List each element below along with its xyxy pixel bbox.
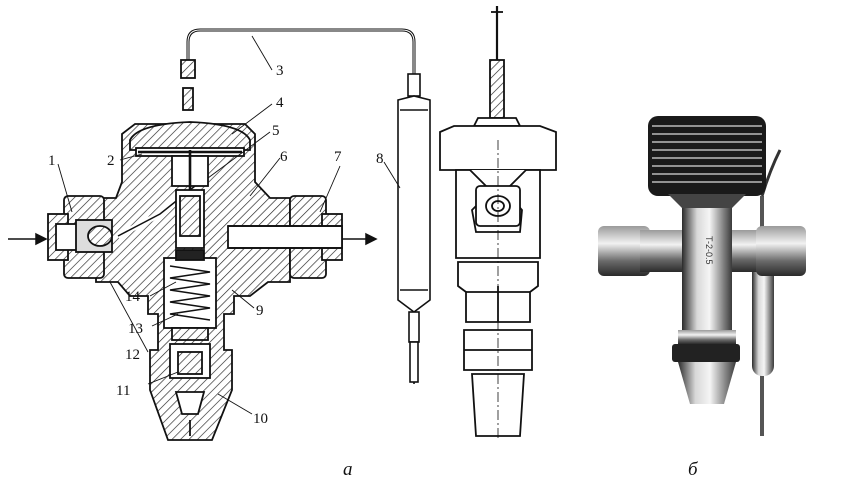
label-5: 5 [272,123,280,139]
side-view [439,6,557,440]
valve-photo: T-2-0.5 [598,116,806,436]
sensing-bulb [397,73,431,384]
inlet-fitting [47,195,113,279]
capillary-tube [186,28,416,75]
label-1: 1 [48,153,56,169]
label-10: 10 [253,411,268,427]
label-8: 8 [376,151,384,167]
photo-cone [678,362,736,404]
caption-a: а [343,459,353,480]
flow-arrows [8,232,378,246]
caption-b: б [688,459,698,480]
photo-valve-marking: T-2-0.5 [704,236,714,265]
label-14: 14 [125,289,140,305]
sectional-view [47,28,416,441]
photo-bulb [752,256,774,376]
label-6: 6 [280,149,288,165]
photo-inlet-nut [598,226,650,276]
spring [169,265,211,321]
label-9: 9 [256,303,264,319]
label-3: 3 [276,63,284,79]
label-2: 2 [107,153,115,169]
label-11: 11 [116,383,131,399]
label-4: 4 [276,95,284,111]
label-12: 12 [125,347,140,363]
photo-outlet-nut [756,226,806,276]
label-7: 7 [334,149,342,165]
diaphragm-head [129,121,251,151]
leader-lines [57,35,401,415]
outlet-fitting [227,195,343,279]
side-view-tube-fitting [489,59,505,119]
label-13: 13 [128,321,143,337]
photo-diaphragm-head [648,116,766,214]
